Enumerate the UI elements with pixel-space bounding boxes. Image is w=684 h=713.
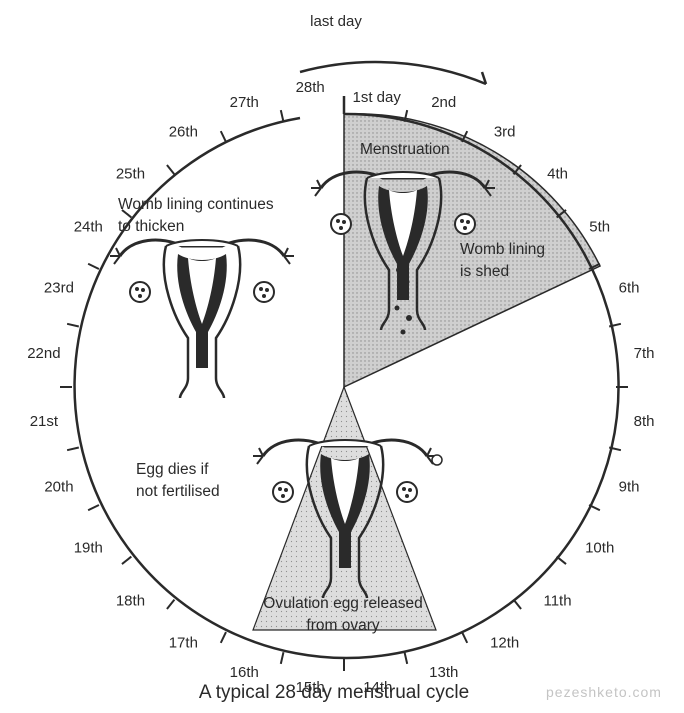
day-label: 10th xyxy=(585,540,614,557)
day-label: 4th xyxy=(547,165,568,182)
day-tick xyxy=(588,504,601,512)
last-day-label: last day xyxy=(310,13,362,30)
day-label: 13th xyxy=(429,664,458,681)
day-label: 12th xyxy=(490,635,519,652)
day-tick xyxy=(403,651,409,665)
uterus-ovulation-illustration xyxy=(251,438,443,600)
thicken-label-line2: to thicken xyxy=(118,218,184,235)
egg-label-line1: Egg dies if xyxy=(136,461,209,478)
day-tick xyxy=(219,130,227,143)
day-tick xyxy=(556,209,567,219)
day-ticks xyxy=(60,109,628,671)
day-label: 9th xyxy=(619,479,640,496)
day-tick xyxy=(608,446,622,452)
day-label: 23rd xyxy=(44,279,74,296)
day-label: 11th xyxy=(543,593,571,610)
day-label: 19th xyxy=(74,540,103,557)
day-tick xyxy=(461,631,469,644)
uterus-thickening-illustration xyxy=(108,238,296,400)
day-label: 1st day xyxy=(353,89,402,106)
watermark: pezeshketo.com xyxy=(546,684,662,700)
day-tick xyxy=(512,599,522,610)
day-label: 26th xyxy=(169,123,198,140)
day-label: 20th xyxy=(44,479,73,496)
day-label: 7th xyxy=(634,345,655,362)
day-tick xyxy=(219,631,227,644)
day-tick xyxy=(166,599,176,610)
day-label: 2nd xyxy=(431,94,456,111)
last-day-arc xyxy=(299,60,487,86)
day-tick xyxy=(279,109,285,123)
thicken-label-line1: Womb lining continues xyxy=(118,196,274,213)
uterus-menstruation-illustration xyxy=(309,170,497,335)
ovulation-label-line2: from ovary xyxy=(306,617,379,634)
day-tick xyxy=(512,164,522,175)
day-label: 5th xyxy=(589,218,610,235)
day-tick xyxy=(66,446,80,452)
day-labels: 1st day 2nd 3rd 4th 5th 6th 7th 8th 9th 10th 11th 1… xyxy=(27,79,654,696)
day-label: 27th xyxy=(230,94,259,111)
diagram-caption: A typical 28 day menstrual cycle xyxy=(199,682,469,703)
day-tick xyxy=(556,555,567,565)
day-label: 28th xyxy=(296,79,325,96)
egg-label-line2: not fertilised xyxy=(136,483,220,500)
day-label: 24th xyxy=(74,218,103,235)
day-tick xyxy=(87,504,100,512)
day-tick xyxy=(66,322,80,328)
day-tick xyxy=(461,130,469,143)
day-tick xyxy=(608,322,622,328)
day-label: 16th xyxy=(230,664,259,681)
day-label: 18th xyxy=(116,593,145,610)
last-day-arc-end xyxy=(480,71,488,85)
shed-label-line1: Womb lining xyxy=(460,241,545,258)
day-tick xyxy=(403,109,409,123)
day-label: 8th xyxy=(634,413,655,430)
day-label: 17th xyxy=(169,635,198,652)
day-tick xyxy=(279,651,285,665)
ovulation-label-line1: Ovulation egg released xyxy=(263,595,422,612)
day-label: 3rd xyxy=(494,123,516,140)
released-egg xyxy=(431,454,443,466)
day-label: 6th xyxy=(619,279,640,296)
shed-label-line2: is shed xyxy=(460,263,509,280)
day-tick xyxy=(121,209,132,219)
day-label: 21st xyxy=(30,413,59,430)
day-label: 15th xyxy=(296,679,325,696)
day-label: 22nd xyxy=(27,345,60,362)
cycle-circle xyxy=(73,112,620,660)
day-tick xyxy=(588,262,601,270)
menstruation-label: Menstruation xyxy=(360,141,450,158)
day-tick xyxy=(121,555,132,565)
day-label: 25th xyxy=(116,165,145,182)
day-label: 14th xyxy=(363,679,392,696)
day-tick xyxy=(87,262,100,270)
day-tick xyxy=(166,164,176,175)
